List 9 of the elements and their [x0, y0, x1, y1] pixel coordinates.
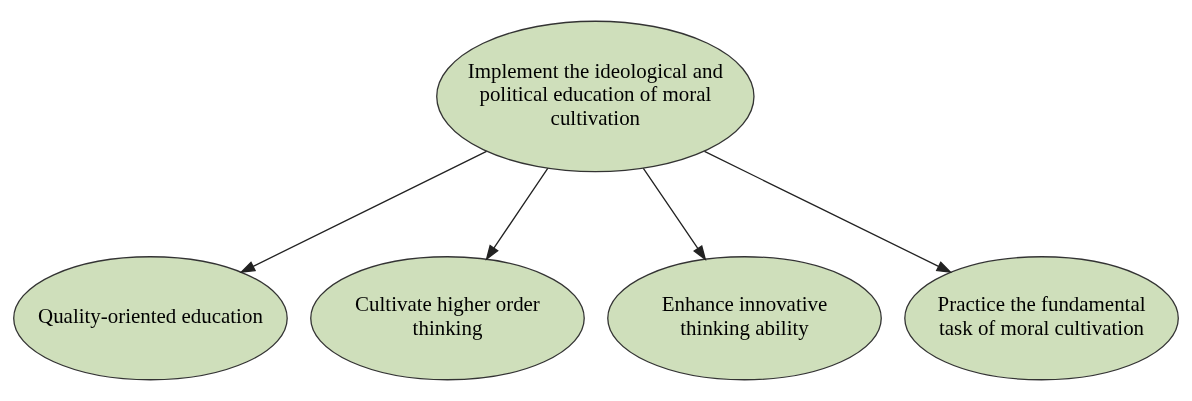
node-ellipse: Enhance innovative thinking ability: [607, 256, 882, 381]
node-ellipse: Implement the ideological and political education of moral cultivation: [436, 20, 755, 173]
node-ellipse: Quality-oriented education: [13, 256, 288, 381]
node-ellipse: Cultivate higher order thinking: [310, 256, 585, 381]
arrow: [485, 167, 549, 261]
arrow: [239, 150, 488, 274]
node-ellipse: Practice the fundamental task of moral cultivation: [904, 256, 1179, 381]
arrow: [642, 167, 707, 261]
arrow: [703, 150, 953, 274]
